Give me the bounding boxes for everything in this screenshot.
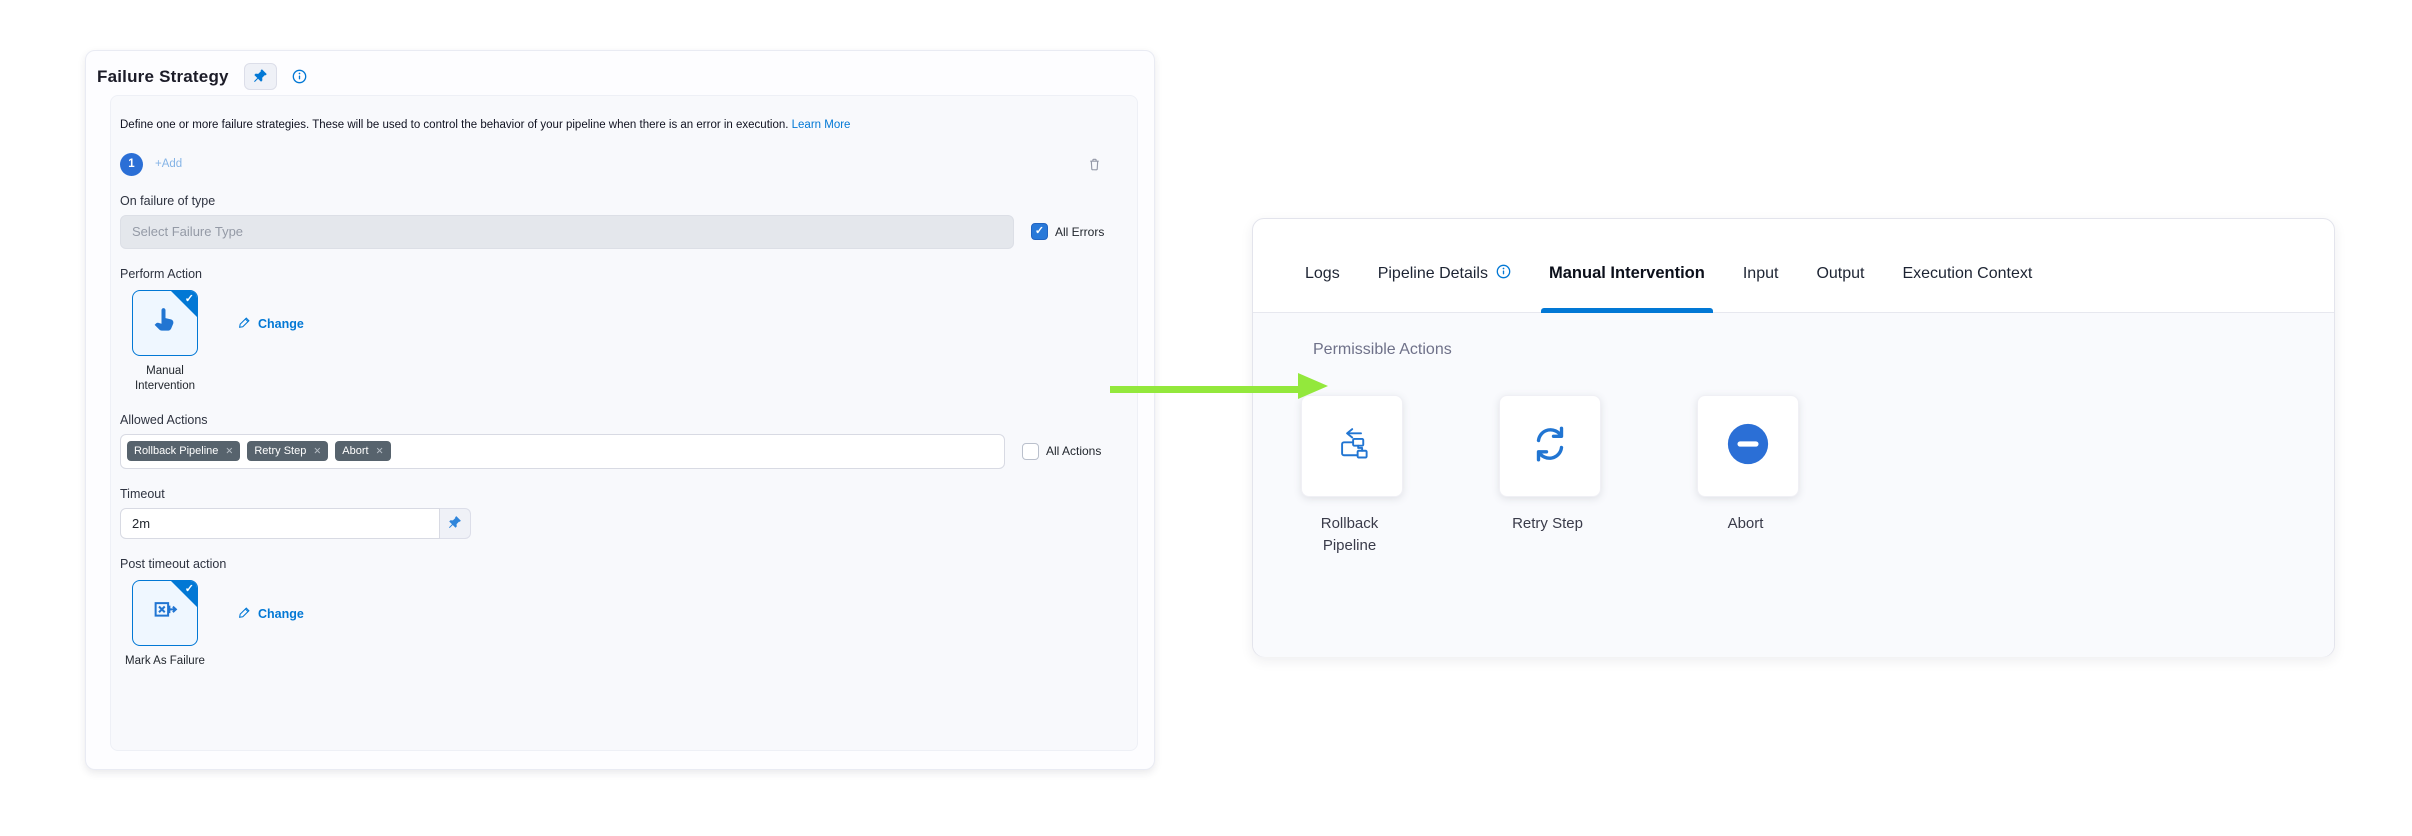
perform-action-label: Perform Action <box>120 266 202 281</box>
allowed-actions-input[interactable]: Rollback Pipeline ✕ Retry Step ✕ Abort ✕ <box>120 433 1005 469</box>
all-actions-checkbox[interactable]: ✓ <box>1022 442 1039 460</box>
panel-header: Failure Strategy <box>86 51 1154 90</box>
strategy-index-chip[interactable]: 1 <box>120 152 143 176</box>
strategy-card: Define one or more failure strategies. T… <box>110 95 1138 751</box>
abort-button[interactable] <box>1697 395 1799 497</box>
remove-tag-icon[interactable]: ✕ <box>375 445 384 457</box>
change-label: Change <box>258 316 304 331</box>
info-icon[interactable] <box>292 69 307 84</box>
info-icon <box>1496 264 1511 284</box>
timeout-label: Timeout <box>120 486 165 501</box>
circular-arrows-icon <box>1530 424 1570 469</box>
change-label: Change <box>258 606 304 621</box>
pencil-icon <box>238 316 251 332</box>
all-errors-checkbox[interactable]: ✓ <box>1031 223 1048 241</box>
tag-label: Rollback Pipeline <box>134 445 219 458</box>
permissible-actions-title: Permissible Actions <box>1313 341 1452 358</box>
tab-label: Pipeline Details <box>1377 264 1488 282</box>
action-abort: Abort <box>1697 395 1799 557</box>
tab-output[interactable]: Output <box>1816 235 1864 312</box>
rollback-pipeline-icon <box>1334 426 1370 467</box>
pencil-icon <box>238 606 251 622</box>
tag-label: Retry Step <box>254 445 307 458</box>
all-errors-label: All Errors <box>1055 224 1105 239</box>
failure-type-placeholder: Select Failure Type <box>132 224 244 240</box>
tab-manual-intervention[interactable]: Manual Intervention <box>1540 235 1713 313</box>
tab-label: Manual Intervention <box>1548 264 1705 282</box>
allowed-action-tag: Retry Step ✕ <box>247 441 329 462</box>
arrow-shaft <box>1110 386 1300 393</box>
tab-execution-context[interactable]: Execution Context <box>1902 235 2032 312</box>
timeout-input[interactable] <box>120 507 440 539</box>
check-icon: ✓ <box>1026 446 1035 457</box>
selected-check-icon: ✓ <box>184 292 194 305</box>
arrow-head <box>1298 373 1328 399</box>
tab-bar: Logs Pipeline Details Manual Interventio… <box>1253 219 2334 313</box>
change-post-timeout-link[interactable]: Change <box>238 606 304 622</box>
allowed-action-tag: Rollback Pipeline ✕ <box>127 441 241 462</box>
all-errors-group: ✓ All Errors <box>1031 223 1105 241</box>
selected-check-icon: ✓ <box>184 582 194 595</box>
perform-action-name: Manual Intervention <box>134 364 196 393</box>
check-icon: ✓ <box>1034 225 1045 238</box>
pin-icon <box>253 68 268 86</box>
execution-details-panel: Logs Pipeline Details Manual Interventio… <box>1252 218 2335 657</box>
tab-label: Output <box>1816 264 1865 282</box>
change-action-link[interactable]: Change <box>238 316 304 332</box>
failure-type-select[interactable]: Select Failure Type <box>120 214 1014 249</box>
delete-strategy-icon[interactable] <box>1087 157 1102 172</box>
allowed-actions-label: Allowed Actions <box>120 412 208 427</box>
timeout-pin-button[interactable] <box>440 507 471 539</box>
action-label: Abort <box>1727 515 1764 532</box>
action-label: Rollback Pipeline <box>1320 515 1379 554</box>
pin-icon <box>448 515 462 532</box>
retry-step-button[interactable] <box>1499 395 1601 497</box>
mark-as-failure-icon <box>150 595 180 630</box>
active-tab-underline <box>1540 308 1713 313</box>
all-actions-group: ✓ All Actions <box>1022 442 1102 460</box>
action-rollback-pipeline: Rollback Pipeline <box>1301 395 1403 557</box>
post-timeout-action-card[interactable]: ✓ <box>132 579 198 646</box>
permissible-actions-row: Rollback Pipeline Retry S <box>1301 395 2334 557</box>
tab-label: Input <box>1742 264 1779 282</box>
post-timeout-label: Post timeout action <box>120 556 227 571</box>
perform-action-card[interactable]: ✓ <box>132 289 198 356</box>
strategy-description: Define one or more failure strategies. T… <box>120 118 1128 133</box>
failure-strategy-panel: Failure Strategy Define one or more fail… <box>85 50 1155 770</box>
strategy-row: 1 +Add <box>120 152 1128 176</box>
learn-more-link[interactable]: Learn More <box>791 119 851 131</box>
rollback-pipeline-button[interactable] <box>1301 395 1403 497</box>
remove-tag-icon[interactable]: ✕ <box>313 445 322 457</box>
add-strategy-button[interactable]: +Add <box>155 158 183 171</box>
manual-intervention-content: Permissible Actions <box>1253 313 2334 657</box>
action-label: Retry Step <box>1512 515 1583 532</box>
tab-input[interactable]: Input <box>1743 235 1779 312</box>
remove-tag-icon[interactable]: ✕ <box>225 445 234 457</box>
manual-intervention-icon <box>150 305 180 340</box>
on-failure-label: On failure of type <box>120 193 216 208</box>
tag-label: Abort <box>342 445 369 458</box>
minus-circle-icon <box>1725 421 1771 472</box>
tab-label: Execution Context <box>1902 264 2033 282</box>
allowed-action-tag: Abort ✕ <box>335 441 391 462</box>
tab-logs[interactable]: Logs <box>1305 235 1340 312</box>
all-actions-label: All Actions <box>1046 444 1102 459</box>
action-retry-step: Retry Step <box>1499 395 1601 557</box>
tab-label: Logs <box>1305 264 1340 282</box>
pin-button[interactable] <box>243 63 277 90</box>
description-text: Define one or more failure strategies. T… <box>120 119 789 131</box>
post-timeout-action-name: Mark As Failure <box>125 654 205 667</box>
tab-pipeline-details[interactable]: Pipeline Details <box>1378 235 1511 312</box>
panel-title: Failure Strategy <box>97 66 229 86</box>
